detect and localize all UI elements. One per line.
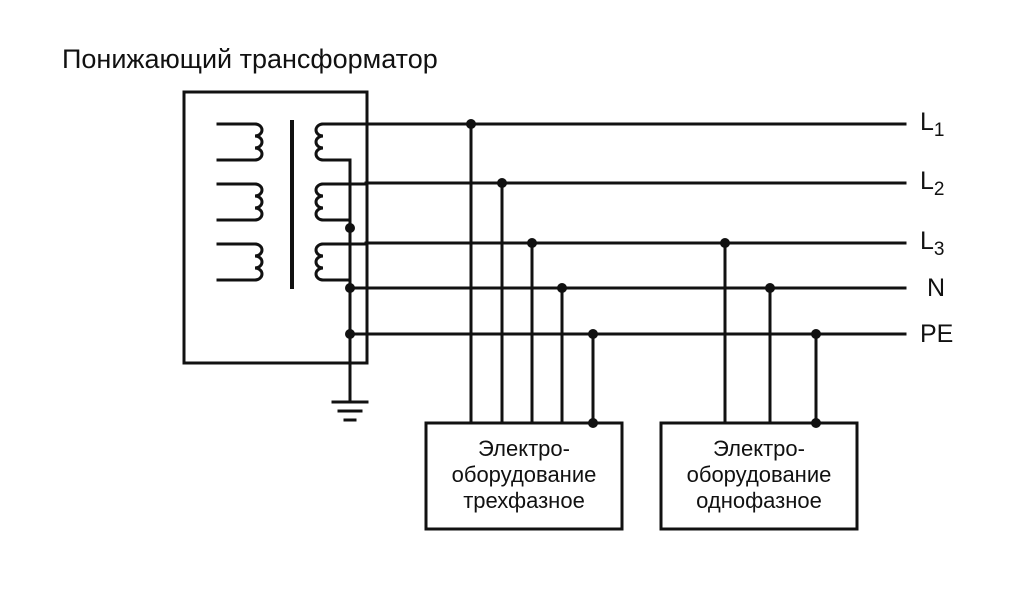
- bus-label-PE: PE: [920, 320, 954, 348]
- secondary-winding-3: [314, 242, 368, 282]
- equipment-line: оборудование: [686, 462, 832, 487]
- equipment-line: Электро-: [478, 436, 570, 461]
- bus-label-L2: L2: [920, 167, 945, 200]
- bus-label-L3: L3: [920, 227, 945, 260]
- equipment-label-single-phase: Электро- оборудование однофазное: [661, 436, 857, 514]
- primary-winding-1: [216, 122, 264, 162]
- junction-dots: [345, 119, 821, 428]
- equipment-line: однофазное: [696, 488, 822, 513]
- primary-winding-2: [216, 182, 264, 222]
- diagram-title: Понижающий трансформатор: [62, 44, 438, 74]
- equipment-line: Электро-: [713, 436, 805, 461]
- equipment-line: оборудование: [451, 462, 597, 487]
- transformer-housing: [182, 90, 369, 365]
- equipment-box-three-phase: [424, 421, 624, 531]
- secondary-winding-1: [314, 122, 368, 162]
- ground-icon: [331, 400, 369, 422]
- secondary-winding-2: [314, 182, 368, 222]
- bus-label-N: N: [927, 274, 946, 302]
- bus-label-L1: L1: [920, 108, 945, 141]
- primary-winding-3: [216, 242, 264, 282]
- equipment-line: трехфазное: [463, 488, 585, 513]
- equipment-label-three-phase: Электро- оборудование трехфазное: [426, 436, 622, 514]
- equipment-box-single-phase: [659, 421, 859, 531]
